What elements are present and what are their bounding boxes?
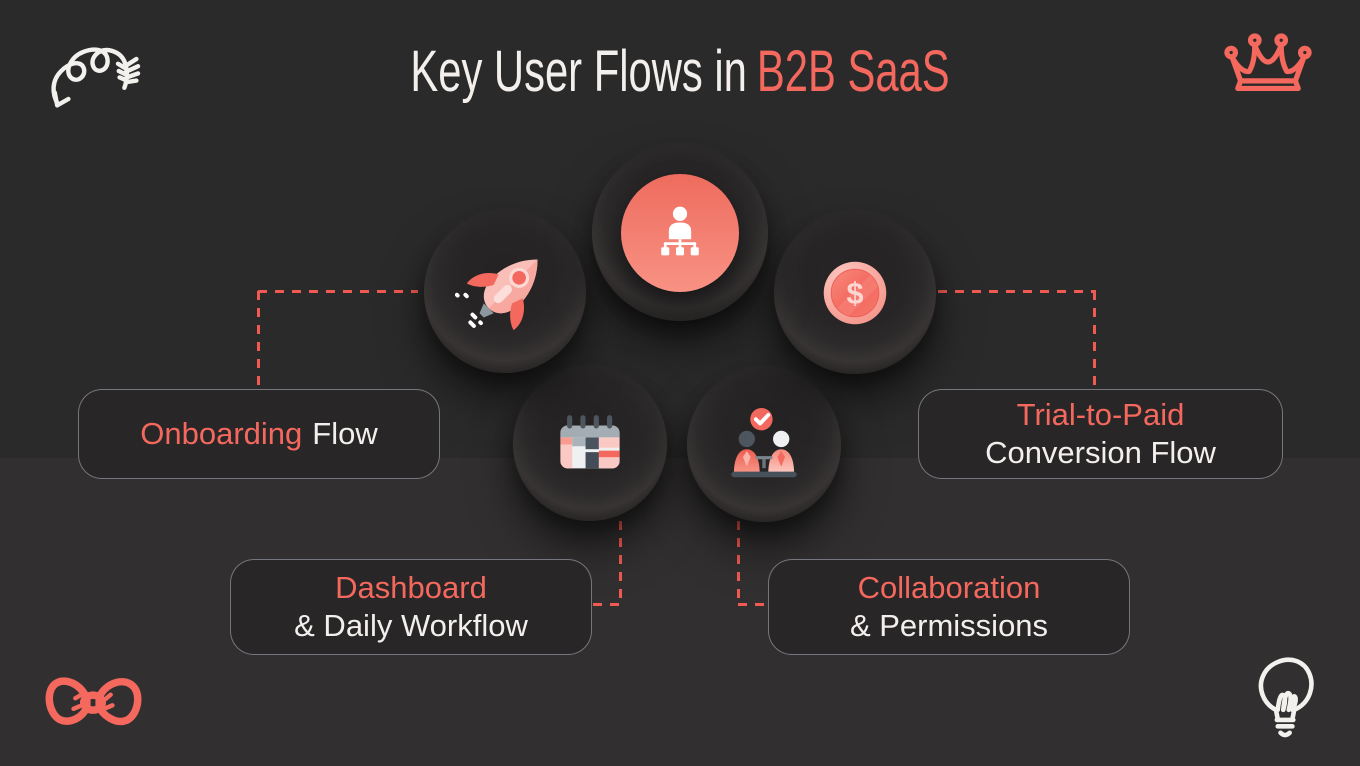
- connector-dashboard-vertical: [619, 521, 622, 606]
- card-rest-text: Flow: [312, 416, 378, 451]
- accent-circle: [621, 174, 739, 292]
- card-rest-text: & Permissions: [849, 608, 1049, 643]
- node-collaboration: [687, 368, 841, 522]
- curly-arrow-icon: [51, 47, 141, 108]
- node-team-structure: [592, 145, 768, 321]
- card-onboarding-flow: Onboarding Flow: [78, 389, 440, 479]
- connector-dashboard-horizontal: [593, 603, 621, 606]
- connector-collaboration-horizontal: [738, 603, 767, 606]
- card-collaboration-permissions: Collaboration & Permissions: [768, 559, 1130, 655]
- org-chart-icon: [661, 206, 699, 256]
- title-main-text: Key User Flows in: [410, 39, 747, 104]
- card-dashboard-workflow: Dashboard & Daily Workflow: [230, 559, 592, 655]
- connector-trial-horizontal: [938, 290, 1096, 293]
- node-trial-to-paid: $: [774, 212, 936, 374]
- rocket-icon: [455, 259, 538, 331]
- connector-onboarding-vertical: [257, 291, 260, 388]
- dollar-symbol: $: [846, 277, 863, 311]
- title-accent-text: B2B SaaS: [756, 39, 950, 104]
- node-dashboard: [513, 367, 667, 521]
- card-accent-text: Dashboard: [335, 570, 487, 605]
- calendar-icon: [560, 415, 620, 469]
- connector-collaboration-vertical: [737, 521, 740, 606]
- card-rest-text: & Daily Workflow: [294, 608, 528, 643]
- card-text: Onboarding Flow: [140, 415, 377, 453]
- page-title: Key User Flows in B2B SaaS: [190, 38, 1169, 105]
- connector-trial-vertical: [1093, 291, 1096, 388]
- card-accent-text: Trial-to-Paid: [1016, 397, 1185, 432]
- card-trial-to-paid: Trial-to-Paid Conversion Flow: [918, 389, 1283, 479]
- node-onboarding: [424, 211, 586, 373]
- lightbulb-icon: [1258, 657, 1314, 738]
- background-lower-band: [0, 458, 1360, 766]
- dollar-coin-icon: $: [823, 261, 887, 325]
- card-accent-text: Onboarding: [140, 416, 303, 451]
- crown-icon: [1224, 33, 1312, 92]
- card-rest-text: Conversion Flow: [985, 435, 1216, 470]
- bow-icon: [45, 677, 142, 726]
- connector-onboarding-horizontal: [258, 290, 418, 293]
- card-accent-text: Collaboration: [857, 570, 1041, 605]
- people-check-icon: [731, 408, 797, 478]
